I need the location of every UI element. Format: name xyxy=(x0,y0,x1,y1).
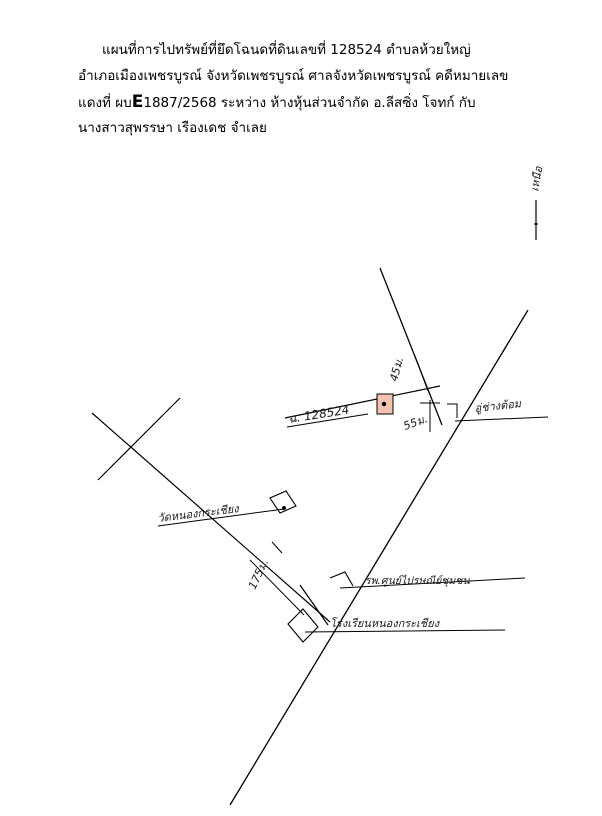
parcel-label-underline xyxy=(286,413,369,428)
parcel-dot xyxy=(381,401,387,407)
dim-45-label: 45ม. xyxy=(387,356,406,383)
dim-175-label: 175ม. xyxy=(246,557,271,591)
short-road xyxy=(299,584,329,626)
temple-marker xyxy=(269,490,297,514)
community-marker xyxy=(447,403,458,418)
map-header: แผนที่การไปทรัพย์ที่ยึดโฉนดที่ดินเลขที่ … xyxy=(78,40,578,144)
main-road xyxy=(229,309,529,806)
temple-label: วัดหนองกระเชียง xyxy=(157,502,241,525)
parcel-label: ฉ. 128524 xyxy=(287,402,350,425)
community-label: อู่ช่างต้อม xyxy=(474,397,522,415)
hospital-marker xyxy=(329,571,354,587)
school-lead-line xyxy=(304,629,506,633)
temple-lead-line xyxy=(157,508,285,527)
header-line-3-prefix: แดงที่ ผบ xyxy=(78,95,132,111)
hospital-label: รพ.ศูนย์ไปรษณีย์ชุมชน xyxy=(365,574,470,587)
branch-road xyxy=(379,267,443,426)
header-line-3-suffix: 1887/2568 ระหว่าง ห้างหุ้นส่วนจำกัด อ.ลี… xyxy=(143,95,476,111)
dim-45-line xyxy=(414,355,429,392)
dim-55-label: 55ม. xyxy=(402,412,430,433)
north-label: เหนือ xyxy=(528,165,545,192)
header-line-1: แผนที่การไปทรัพย์ที่ยึดโฉนดที่ดินเลขที่ … xyxy=(102,42,471,58)
parcel-lead-line xyxy=(284,385,441,419)
header-line-3: แดงที่ ผบE1887/2568 ระหว่าง ห้างหุ้นส่วน… xyxy=(78,92,578,118)
header-line-4: นางสาวสุพรรษา เรืองเดช จำเลย xyxy=(78,120,267,136)
school-label: โรงเรียนหนองกระเชียง xyxy=(330,617,441,630)
north-arrow: เหนือ xyxy=(528,165,545,240)
community-lead-line xyxy=(454,416,549,422)
school-marker xyxy=(287,608,319,643)
hospital-lead-line xyxy=(339,577,526,589)
header-line-2: อำเภอเมืองเพชรบูรณ์ จังหวัดเพชรบูรณ์ ศาล… xyxy=(78,68,509,84)
dim-175-line-top xyxy=(271,541,283,554)
left-road-2 xyxy=(97,397,181,481)
header-case-letter: E xyxy=(131,92,144,112)
left-road-1 xyxy=(91,412,331,623)
dim-175-line xyxy=(249,559,305,616)
